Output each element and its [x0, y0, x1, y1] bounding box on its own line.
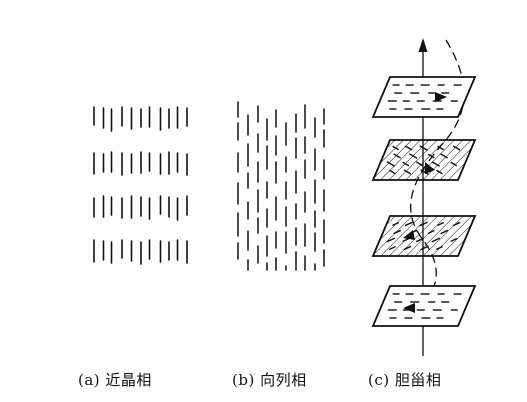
layer-molecule-dash — [427, 153, 435, 159]
helix-axis-arrowhead — [418, 38, 428, 52]
layer-molecule-dash — [388, 245, 396, 251]
layer-molecule-dash — [431, 161, 441, 167]
layer-molecule-dash — [420, 169, 429, 175]
cholesteric-layer — [371, 285, 477, 327]
director-arrow-icon — [435, 92, 447, 102]
director-arrow-icon — [403, 230, 415, 240]
layer-molecule-dash — [386, 237, 396, 243]
layer-molecule-dash — [415, 161, 424, 167]
layer-molecule-dash — [419, 145, 428, 151]
layer-molecule-dash — [450, 237, 458, 243]
layer-molecule-dash — [436, 169, 443, 175]
layer-molecule-dash — [403, 245, 412, 251]
director-arrow-icon — [425, 162, 435, 174]
layer-molecule-dash — [435, 245, 443, 251]
layer-molecule-dash — [408, 153, 418, 159]
layer-molecule-dash — [402, 237, 410, 243]
layer-molecule-dash — [420, 245, 429, 251]
layer-molecule-dash — [392, 221, 400, 227]
layer-molecule-dash — [450, 161, 458, 167]
layer-molecule-dash — [452, 221, 461, 227]
caption-cholesteric: (c) 胆甾相 — [368, 371, 442, 389]
layer-molecule-dash — [437, 145, 444, 151]
cholesteric-layer — [371, 76, 477, 118]
layer-molecule-dash — [393, 153, 402, 159]
layer-molecule-dash — [389, 169, 396, 175]
layer-molecule-dash — [437, 221, 445, 227]
layer-molecule-dash — [386, 161, 396, 167]
cholesteric-layer — [371, 215, 477, 257]
director-arrow-icon — [403, 303, 415, 313]
layer-molecule-dash — [392, 145, 399, 151]
layer-molecule-dash — [419, 221, 428, 227]
layer-molecule-dash — [404, 145, 413, 151]
cholesteric-layer — [371, 139, 477, 181]
layer-molecule-dash — [440, 153, 449, 159]
layer-molecule-dash — [440, 229, 449, 235]
layer-molecule-dash — [415, 237, 424, 243]
smectic-phase-diagram — [93, 106, 188, 265]
layer-molecule-dash — [393, 229, 402, 235]
cholesteric-phase-diagram — [371, 38, 477, 356]
caption-smectic: (a) 近晶相 — [78, 371, 152, 389]
layer-molecule-dash — [404, 221, 413, 227]
layer-molecule-dash — [427, 229, 435, 235]
layer-molecule-dash — [403, 169, 412, 175]
layer-molecule-dash — [452, 145, 461, 151]
caption-nematic: (b) 向列相 — [232, 371, 307, 389]
layer-molecule-dash — [402, 161, 410, 167]
layer-molecule-dash — [431, 237, 441, 243]
nematic-phase-diagram — [237, 101, 325, 271]
